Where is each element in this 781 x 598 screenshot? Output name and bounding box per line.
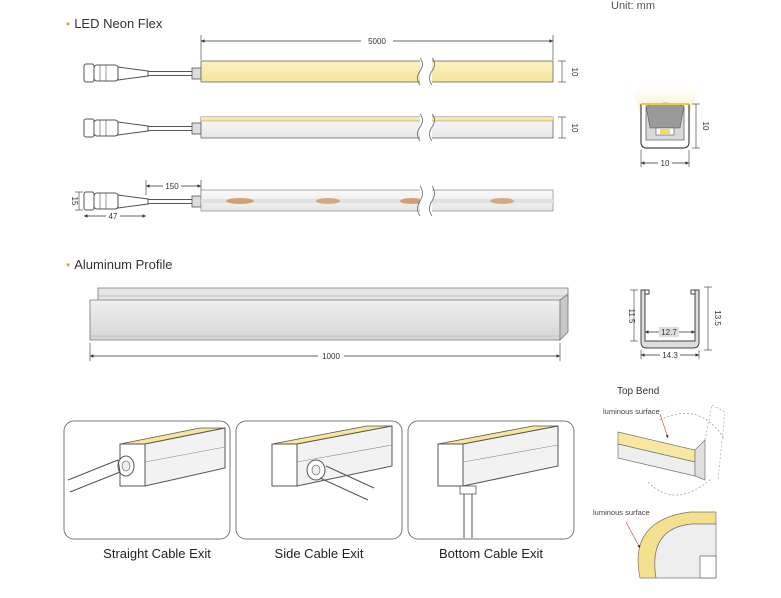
luminous-surface-label-2: luminous surface (593, 508, 650, 517)
strip-3: 150 15 47 (70, 180, 554, 221)
dim-profile-outer-width: 14.3 (662, 351, 678, 360)
section-title-aluminum-profile: •Aluminum Profile (66, 257, 172, 272)
cable-exit-side (235, 420, 403, 540)
luminous-surface-label-1: luminous surface (603, 407, 660, 416)
dim-cross-height: 10 (701, 122, 710, 131)
dim-profile-length: 1000 (322, 352, 340, 361)
bullet-icon: • (66, 17, 71, 31)
dim-strip-length: 5000 (368, 37, 386, 46)
dim-profile-inner-width: 12.7 (661, 328, 677, 337)
dim-strip-height-top: 10 (570, 68, 579, 77)
connector-1 (83, 63, 202, 83)
section-title-neon-flex: •LED Neon Flex (66, 16, 162, 31)
caption-bottom-cable-exit: Bottom Cable Exit (438, 546, 544, 561)
dim-cross-width: 10 (661, 159, 670, 168)
aluminum-profile-title: Aluminum Profile (74, 257, 173, 272)
top-bend-illustration (617, 404, 726, 496)
dim-profile-inner-height: 11.5 (627, 309, 636, 325)
led-dot (400, 198, 424, 204)
connector-2 (83, 118, 202, 138)
bullet-icon: • (66, 258, 71, 272)
led-dot (316, 198, 340, 204)
profile-cross-section: 11.5 13.5 12.7 14.3 (627, 286, 722, 360)
top-bend-title: Top Bend (617, 386, 660, 397)
strip-2: 10 (83, 113, 579, 142)
side-bend-illustration (625, 511, 717, 579)
dim-cable-length: 150 (165, 182, 179, 191)
aluminum-profile: 1000 (89, 287, 569, 361)
dim-strip-height-mid: 10 (570, 124, 579, 133)
led-dot (490, 198, 514, 204)
caption-straight-cable-exit: Straight Cable Exit (103, 546, 211, 561)
strip-1: 5000 10 (83, 35, 579, 86)
dim-connector-length: 47 (109, 212, 118, 221)
cable-exit-bottom (407, 420, 575, 540)
neon-cross-section: 10 10 (630, 82, 710, 168)
dim-connector-height: 15 (70, 197, 79, 206)
neon-flex-title: LED Neon Flex (74, 16, 163, 31)
cable-exit-straight (63, 420, 231, 540)
led-dot (226, 198, 254, 204)
dim-profile-outer-height: 13.5 (713, 310, 722, 326)
connector-3 (83, 191, 202, 211)
unit-label: Unit: mm (611, 0, 655, 12)
caption-side-cable-exit: Side Cable Exit (274, 546, 364, 561)
